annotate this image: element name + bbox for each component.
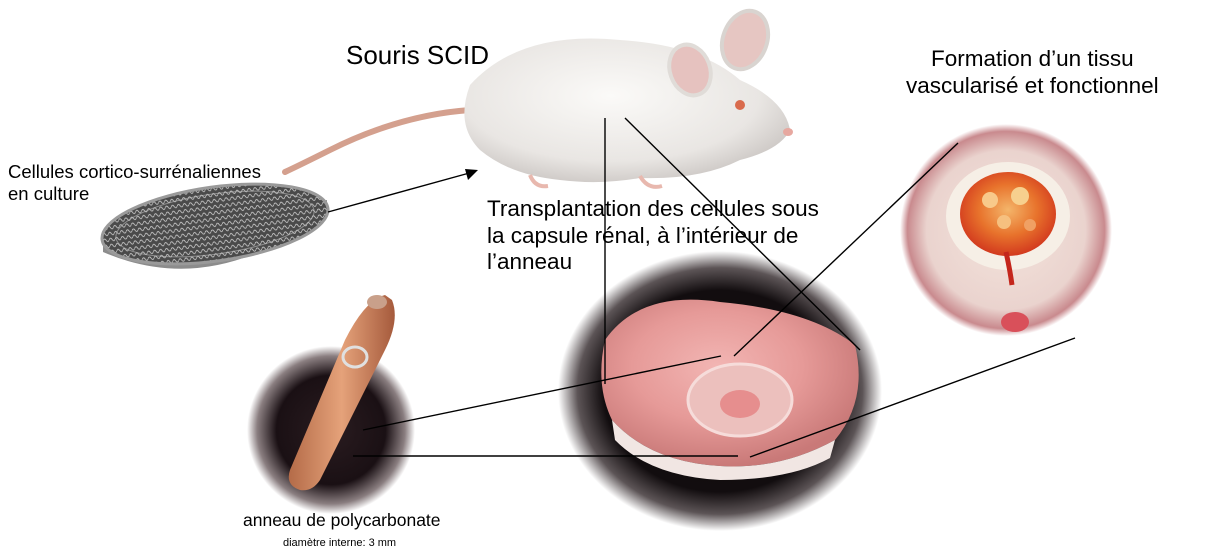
mouse-label: Souris SCID	[346, 40, 489, 71]
arrowhead	[465, 169, 478, 180]
dish-to-mouse-arrow-line	[328, 172, 473, 212]
vascularized-tissue-image	[900, 124, 1112, 336]
ring-label: anneau de polycarbonate	[243, 510, 441, 531]
cells-label: Cellules cortico-surrénaliennes en cultu…	[8, 161, 261, 205]
tissue-label: Formation d’un tissu vascularisé et fonc…	[906, 46, 1159, 99]
transplant-label-line3: l’anneau	[487, 249, 819, 276]
mouse-image	[285, 4, 793, 187]
ring-diameter-label: diamètre interne: 3 mm	[283, 537, 396, 550]
transplant-label: Transplantation des cellules sous la cap…	[487, 196, 819, 276]
cells-label-line1: Cellules cortico-surrénaliennes	[8, 161, 261, 183]
tissue-label-line2: vascularisé et fonctionnel	[906, 73, 1159, 100]
ring-label-text: anneau de polycarbonate	[243, 510, 441, 530]
kidney-capsule-image	[558, 251, 882, 531]
mouse-label-text: Souris SCID	[346, 40, 489, 70]
tissue-label-line1: Formation d’un tissu	[906, 46, 1159, 73]
transplant-label-line2: la capsule rénal, à l’intérieur de	[487, 223, 819, 250]
cells-label-line2: en culture	[8, 183, 261, 205]
transplant-label-line1: Transplantation des cellules sous	[487, 196, 819, 223]
finger-ring-image	[247, 295, 415, 514]
ring-diameter-text: diamètre interne: 3 mm	[283, 537, 396, 549]
